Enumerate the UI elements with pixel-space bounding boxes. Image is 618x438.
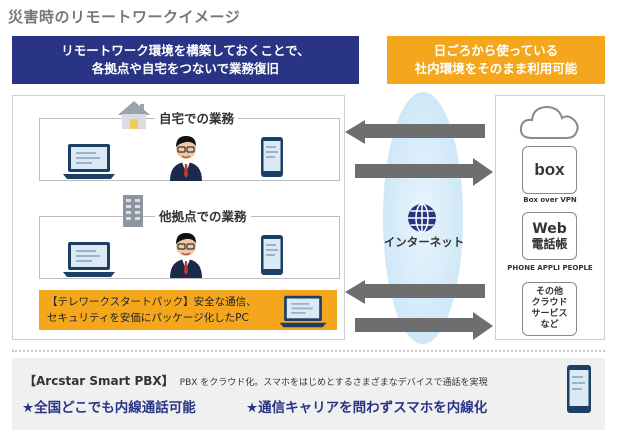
banner-right-line2: 社内環境をそのまま利用可能: [414, 61, 578, 76]
feature-any-carrier: ★通信キャリアを問わずスマホを内線化: [246, 400, 488, 416]
box-service-tile: box: [522, 146, 577, 194]
cloud-icon: [519, 105, 579, 139]
home-work-label: 自宅での業務: [155, 108, 239, 127]
arrow-left: [345, 120, 485, 144]
smartphone-icon: [261, 235, 283, 275]
section-divider: [12, 350, 605, 352]
banner-internal-env: 日ごろから使っている 社内環境をそのまま利用可能: [387, 36, 605, 84]
house-icon: [118, 101, 150, 129]
arrow-pair-top: [345, 120, 493, 186]
arrow-right: [355, 158, 493, 186]
package-line2: セキュリティを安価にパッケージ化したPC: [47, 312, 249, 324]
internet-label: インターネット: [383, 235, 465, 249]
web-phonebook-tile: Web 電話帳: [522, 212, 577, 260]
arrow-pair-bottom: [345, 280, 493, 340]
other-line1: その他: [535, 287, 563, 297]
arrow-right: [355, 312, 493, 340]
box-caption: Box over VPN: [523, 196, 577, 204]
other-line4: など: [540, 320, 559, 330]
page-title: 災害時のリモートワークイメージ: [8, 8, 241, 26]
banner-left-line2: 各拠点や自宅をつないで業務復旧: [91, 61, 280, 76]
box-logo: box: [534, 160, 565, 179]
feature-nationwide-extension: ★全国どこでも内線通話可能: [22, 400, 196, 416]
businessman-icon: [170, 233, 202, 278]
banner-right-line1: 日ごろから使っている: [433, 43, 559, 58]
other-line3: サービス: [531, 309, 568, 319]
banner-left-line1: リモートワーク環境を構築しておくことで、: [61, 43, 310, 58]
other-line2: クラウド: [531, 298, 568, 308]
banner-remote-work: リモートワーク環境を構築しておくことで、 各拠点や自宅をつないで業務復旧: [12, 36, 359, 84]
laptop-icon: [63, 242, 115, 277]
web-caption: PHONE APPLI PEOPLE: [507, 264, 593, 272]
arrow-left: [345, 280, 485, 304]
businessman-icon: [170, 136, 202, 181]
product-description: PBX をクラウド化。スマホをはじめとするさまざまなデバイスで通話を実現: [179, 378, 488, 388]
smart-pbx-box: [12, 358, 605, 430]
package-line1: 【テレワークスタートパック】安全な通信、: [47, 296, 257, 308]
globe-icon: [408, 203, 436, 233]
laptop-icon: [63, 144, 115, 179]
web-label: Web: [532, 220, 567, 237]
cloud-services-panel: box Box over VPN Web 電話帳 PHONE APPLI PEO…: [495, 95, 605, 340]
building-icon: [123, 195, 143, 227]
smartphone-icon: [567, 365, 591, 413]
smartphone-icon: [261, 137, 283, 177]
other-cloud-tile: その他 クラウド サービス など: [522, 282, 577, 336]
product-name: 【Arcstar Smart PBX】: [24, 374, 174, 388]
branch-work-label: 他拠点での業務: [155, 206, 251, 225]
laptop-icon: [279, 295, 327, 328]
phonebook-label: 電話帳: [531, 236, 568, 251]
smart-pbx-line: 【Arcstar Smart PBX】 PBX をクラウド化。スマホをはじめとする…: [24, 372, 488, 389]
